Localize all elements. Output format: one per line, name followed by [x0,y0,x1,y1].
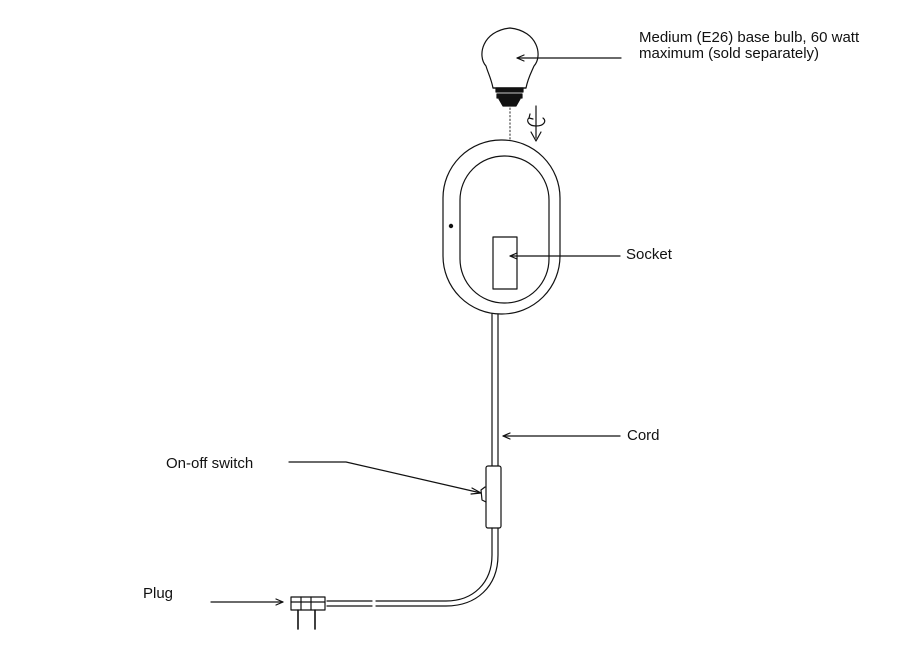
socket-label: Socket [626,246,672,263]
cord-bottom-shape [326,527,499,607]
switch-leader-arrow [470,487,482,495]
switch-shape [480,465,502,529]
socket-leader-arrow [509,252,518,260]
cord-shape [491,313,499,467]
cord-leader-arrow [502,432,511,440]
bulb-label-line1: Medium (E26) base bulb, 60 watt [639,29,860,46]
bulb-leader-arrow [516,54,525,62]
lamp-housing [442,139,561,315]
bulb-icon [481,27,539,107]
bulb-label: Medium (E26) base bulb, 60 watt maximum … [639,30,859,62]
plug-leader-arrow [275,598,284,606]
plug-label: Plug [143,585,174,602]
socket-shape [492,236,518,290]
switch-label: On-off switch [166,455,254,472]
cord-label: Cord [627,427,660,444]
bulb-label-line2: maximum (sold separately) [639,45,820,62]
plug-icon [290,596,326,630]
switch-leader-line [288,461,482,494]
rotate-arrow-icon [527,105,546,142]
